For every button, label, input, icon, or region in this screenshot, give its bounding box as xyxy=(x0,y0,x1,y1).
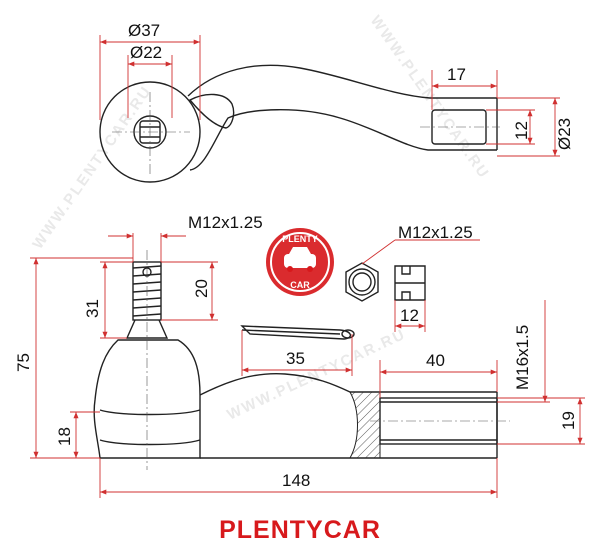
body-upper-edge xyxy=(199,372,497,396)
dim-top-inner-diameter: Ø22 xyxy=(130,43,162,62)
dim-stud-thread: M12x1.25 xyxy=(188,213,263,232)
dim-tip-outer: Ø23 xyxy=(555,118,574,150)
dim-overall-length: 148 xyxy=(282,471,310,490)
dim-overall-height: 75 xyxy=(14,353,33,372)
svg-text:WWW.PLENTYCAR.RU: WWW.PLENTYCAR.RU xyxy=(29,83,155,253)
top-view xyxy=(99,64,500,183)
brand-label: PLENTYCAR xyxy=(219,516,381,544)
dim-nut-thread: M12x1.25 xyxy=(398,223,473,242)
dim-ball-height: 18 xyxy=(55,427,74,446)
top-view-dimensions: Ø37 Ø22 17 12 Ø23 xyxy=(99,21,574,157)
svg-text:PLENTY: PLENTY xyxy=(282,234,318,244)
arm-slot xyxy=(188,93,235,129)
plentycar-logo: PLENTY CAR xyxy=(266,228,334,296)
dim-bore-diameter: 19 xyxy=(559,411,578,430)
ball-housing xyxy=(93,339,201,459)
svg-text:WWW.PLENTYCAR.RU: WWW.PLENTYCAR.RU xyxy=(225,326,409,424)
side-view-dimensions: M12x1.25 20 31 75 18 148 40 M16x1.5 xyxy=(14,213,585,498)
dim-cotter-pin-length: 35 xyxy=(286,349,305,368)
car-icon xyxy=(284,254,316,268)
svg-text:CAR: CAR xyxy=(290,280,310,290)
cotter-pin-dimensions: 35 xyxy=(241,330,353,376)
dim-nut-width: 12 xyxy=(400,306,419,325)
side-view xyxy=(93,250,510,470)
dim-top-outer-diameter: Ø37 xyxy=(128,21,160,40)
eye-outer-circle xyxy=(99,81,201,183)
nut-dimensions: M12x1.25 12 xyxy=(361,223,480,332)
dim-bore-depth: 40 xyxy=(426,351,445,370)
tip-end xyxy=(431,109,487,145)
stud-thread xyxy=(132,261,162,321)
dim-bore-thread: M16x1.5 xyxy=(513,325,532,390)
arm-lower-edge xyxy=(189,109,497,171)
dim-tip-inner: 12 xyxy=(512,121,531,140)
castle-nut xyxy=(345,262,426,302)
dim-tip-length: 17 xyxy=(447,65,466,84)
bore-section xyxy=(349,391,381,459)
dim-stud-thread-length: 20 xyxy=(192,279,211,298)
dim-stud-length: 31 xyxy=(83,299,102,318)
arm-upper-edge xyxy=(187,64,497,99)
cotter-pin xyxy=(240,325,355,340)
